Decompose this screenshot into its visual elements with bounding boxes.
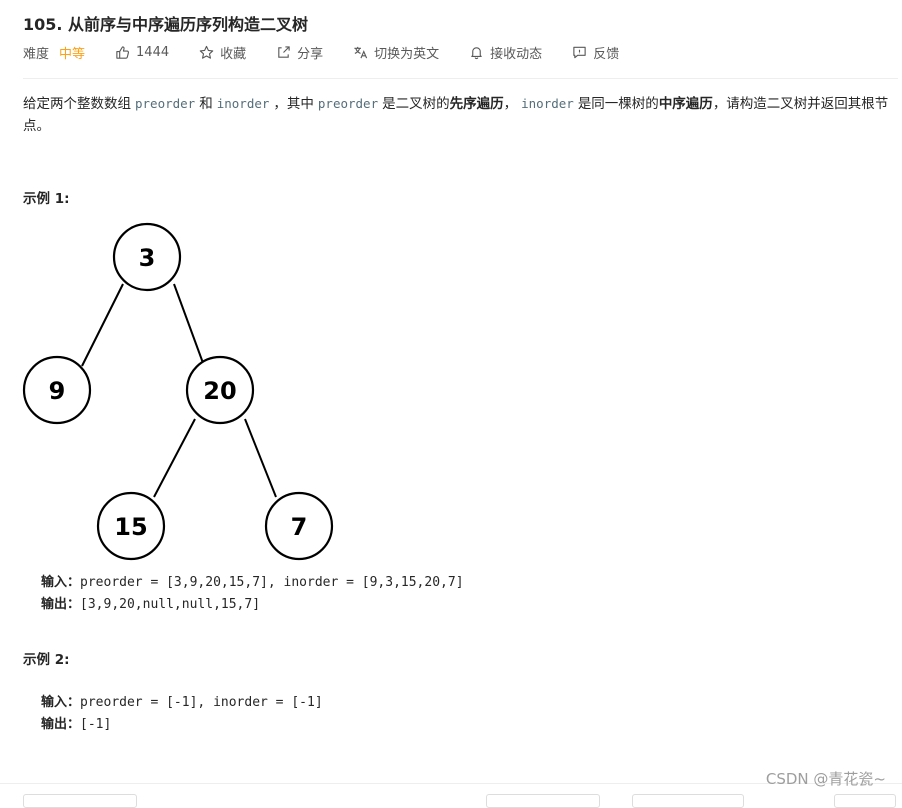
inline-code: inorder — [521, 96, 574, 111]
footer-button[interactable] — [834, 794, 896, 808]
example-2-io: 输入：preorder = [-1], inorder = [-1] 输出：[-… — [41, 692, 323, 736]
footer-button[interactable] — [23, 794, 137, 808]
desc-text: 和 — [199, 96, 213, 112]
output-value: [-1] — [80, 717, 112, 732]
footer-divider — [0, 783, 902, 784]
switch-language-label: 切换为英文 — [374, 46, 440, 62]
desc-text: ， — [503, 96, 518, 112]
inline-code: preorder — [135, 96, 196, 111]
notify-button[interactable]: 接收动态 — [469, 43, 542, 62]
desc-text: ，请构造二叉树并返回其根节点。 — [23, 96, 889, 134]
input-value: preorder = [3,9,20,15,7], inorder = [9,3… — [80, 575, 464, 590]
tree-edge — [173, 283, 204, 364]
tree-node-3 — [112, 222, 182, 292]
problem-meta-bar: 难度 中等 1444 收藏 分享 切换为英文 接收动态 反馈 — [23, 42, 649, 62]
tree-node-label: 20 — [203, 377, 236, 405]
tree-node-7 — [264, 491, 334, 561]
feedback-icon — [573, 46, 586, 58]
like-button[interactable]: 1444 — [115, 45, 169, 60]
example-1-io: 输入：preorder = [3,9,20,15,7], inorder = [… — [41, 572, 464, 616]
example-2-title: 示例 2: — [23, 652, 70, 668]
output-label: 输出： — [41, 717, 81, 732]
translate-icon — [354, 46, 368, 58]
like-count: 1444 — [136, 44, 170, 60]
tree-node-label: 9 — [49, 377, 66, 405]
binary-tree-diagram: 3 9 20 15 7 — [22, 222, 334, 561]
feedback-label: 反馈 — [593, 46, 620, 62]
tree-node-label: 15 — [114, 513, 147, 541]
share-button[interactable]: 分享 — [276, 43, 323, 62]
input-label: 输入： — [41, 575, 81, 590]
inline-code: preorder — [317, 96, 379, 111]
example-1-title: 示例 1: — [23, 191, 70, 207]
watermark: CSDN @青花瓷~ — [765, 770, 886, 788]
tree-node-15 — [96, 491, 166, 561]
input-value: preorder = [-1], inorder = [-1] — [80, 695, 323, 710]
tree-node-label: 3 — [139, 244, 156, 272]
star-icon — [199, 45, 214, 59]
desc-text: 给定两个整数数组 — [23, 96, 131, 112]
tree-node-20 — [185, 355, 255, 425]
desc-bold: 中序遍历 — [658, 96, 713, 112]
desc-text: 是同一棵树的 — [577, 96, 659, 112]
tree-edge — [244, 418, 277, 498]
switch-language-button[interactable]: 切换为英文 — [353, 43, 439, 62]
inline-code: inorder — [216, 96, 270, 111]
favorite-label: 收藏 — [220, 46, 247, 62]
tree-node-9 — [22, 355, 92, 425]
header-divider — [23, 78, 898, 79]
share-label: 分享 — [297, 46, 324, 62]
input-label: 输入： — [41, 695, 81, 710]
feedback-button[interactable]: 反馈 — [572, 43, 619, 62]
output-label: 输出： — [41, 597, 81, 612]
notify-label: 接收动态 — [490, 46, 543, 62]
difficulty-label: 难度 — [23, 46, 50, 62]
desc-text: 是二叉树的 — [382, 96, 450, 112]
problem-title: 105. 从前序与中序遍历序列构造二叉树 — [23, 15, 309, 34]
share-icon — [278, 45, 290, 58]
bell-icon — [471, 46, 482, 59]
difficulty-badge: 中等 — [59, 46, 86, 62]
desc-bold: 先序遍历 — [449, 96, 504, 112]
thumbs-up-icon — [116, 45, 130, 59]
footer-button[interactable] — [486, 794, 600, 808]
tree-edge — [81, 283, 124, 367]
footer-button[interactable] — [632, 794, 744, 808]
tree-edge — [153, 418, 196, 498]
favorite-button[interactable]: 收藏 — [199, 43, 246, 62]
output-value: [3,9,20,null,null,15,7] — [80, 597, 261, 612]
desc-text: ，其中 — [273, 96, 314, 112]
tree-node-label: 7 — [291, 513, 308, 541]
